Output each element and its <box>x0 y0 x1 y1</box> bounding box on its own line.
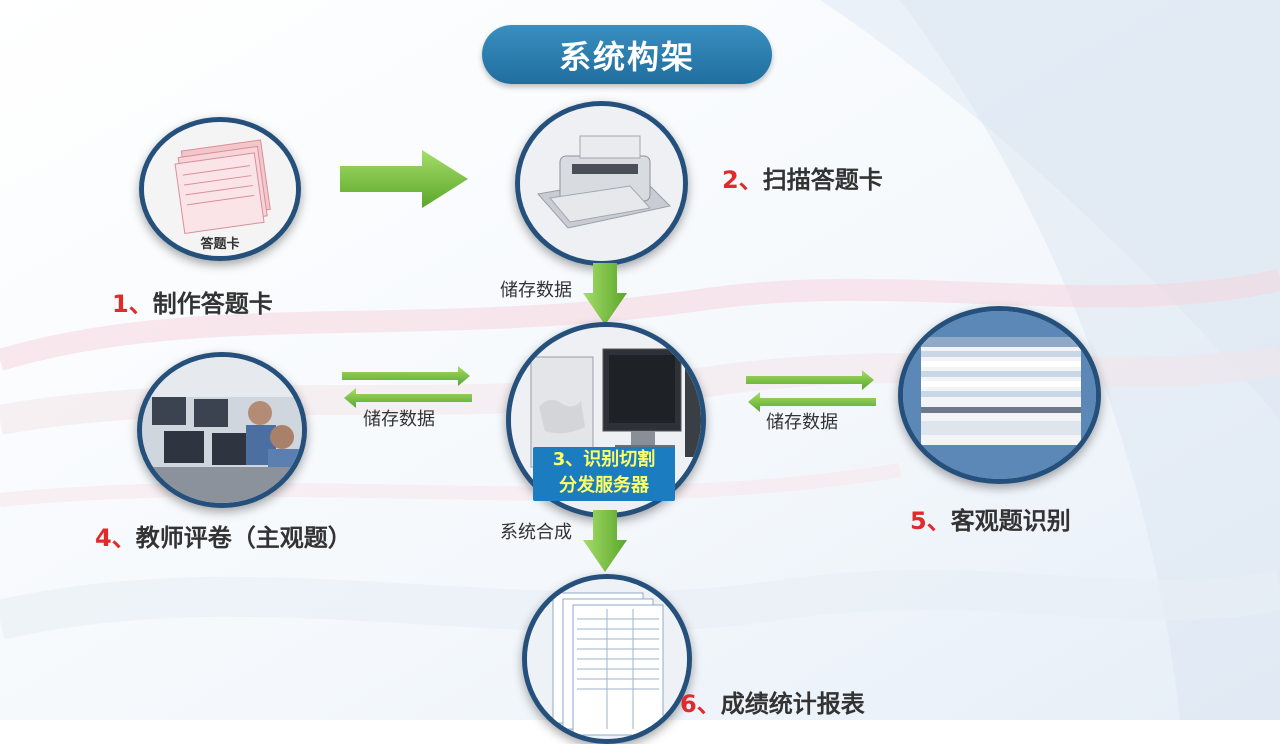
step6-label: 6、成绩统计报表 <box>680 684 865 719</box>
server-objective-edge-label: 储存数据 <box>766 412 838 433</box>
answer-card-circle: 答题卡 <box>139 117 301 261</box>
step1-text: 制作答题卡 <box>152 290 273 318</box>
step2-number: 2、 <box>722 166 763 194</box>
report-image <box>527 579 687 739</box>
teacher-image <box>142 357 302 503</box>
step6-text: 成绩统计报表 <box>720 690 865 718</box>
server-caption-line2: 分发服务器 <box>559 475 649 496</box>
arrow-card-to-scan <box>340 150 468 208</box>
arrow-server-teacher <box>342 366 472 408</box>
server-caption-line1: 3、识别切割 <box>552 449 656 470</box>
arrow-server-objective <box>746 370 876 412</box>
teacher-circle <box>137 352 307 508</box>
step5-text: 客观题识别 <box>950 507 1071 535</box>
objective-image <box>903 311 1096 479</box>
step2-text: 扫描答题卡 <box>762 166 883 194</box>
server-teacher-edge-label: 储存数据 <box>363 409 435 430</box>
answer-card-inner-label: 答题卡 <box>200 236 239 252</box>
arrow-scan-to-server <box>583 263 627 325</box>
step2-label: 2、扫描答题卡 <box>722 160 883 195</box>
step5-label: 5、客观题识别 <box>910 501 1071 536</box>
arrow-server-to-report <box>583 510 627 572</box>
step5-number: 5、 <box>910 507 951 535</box>
scan-server-edge-label: 储存数据 <box>500 280 572 301</box>
report-circle <box>522 574 692 744</box>
step4-number: 4、 <box>95 524 136 552</box>
step1-number: 1、 <box>112 290 153 318</box>
step1-label: 1、制作答题卡 <box>112 284 273 319</box>
objective-circle <box>898 306 1101 484</box>
step4-text: 教师评卷（主观题） <box>135 524 352 552</box>
scanner-image <box>520 106 683 261</box>
server-report-edge-label: 系统合成 <box>500 522 572 543</box>
scanner-circle <box>515 101 688 266</box>
answer-card-image: 答题卡 <box>144 122 296 256</box>
server-caption: 3、识别切割 分发服务器 <box>533 447 675 501</box>
diagram-title: 系统构架 <box>482 25 772 84</box>
step6-number: 6、 <box>680 690 721 718</box>
step4-label: 4、教师评卷（主观题） <box>95 518 352 553</box>
